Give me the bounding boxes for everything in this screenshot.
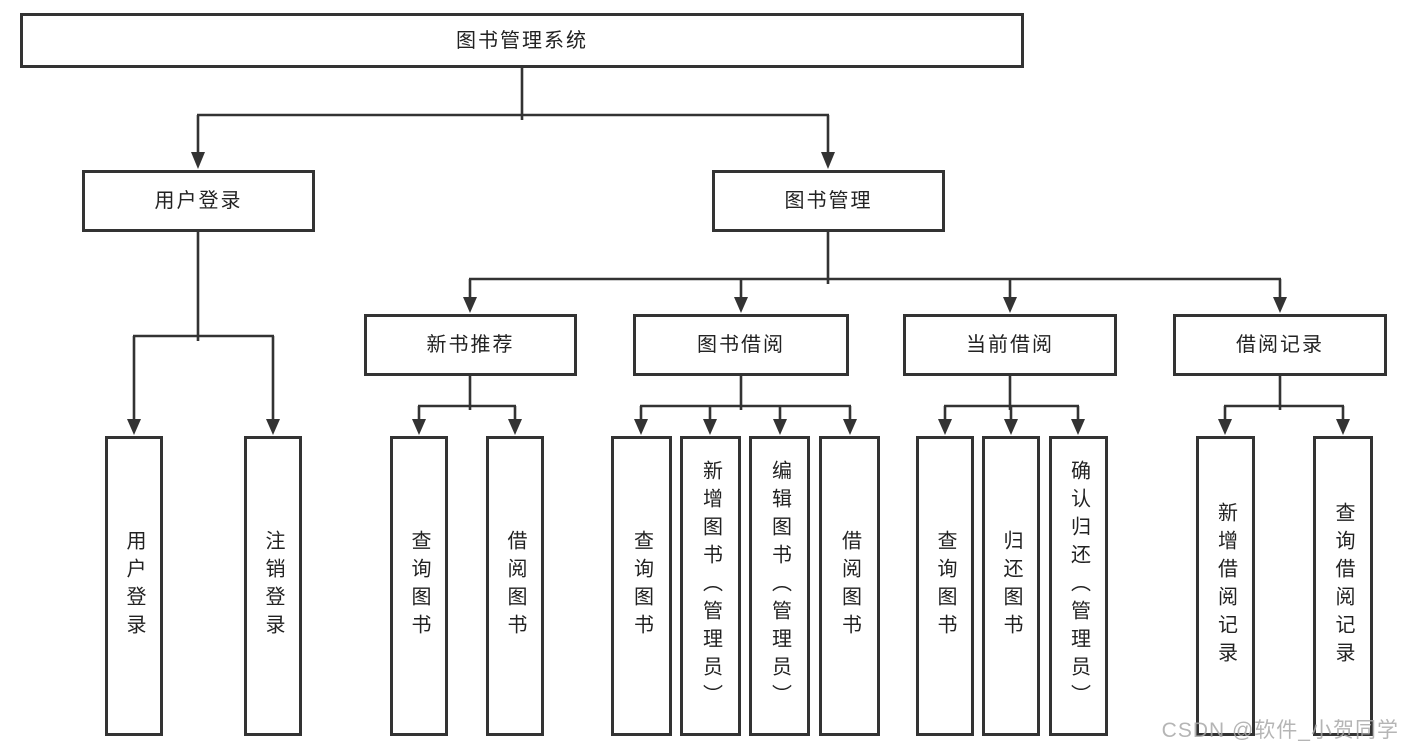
node-book-management: 图书管理 [712, 170, 945, 232]
node-new-book-recommendation-label: 新书推荐 [426, 334, 515, 356]
leaf-add-books-admin-label: 新增图书（管理员） [699, 460, 722, 712]
leaf-add-borrow-record: 新增借阅记录 [1196, 436, 1255, 736]
node-current-borrowing: 当前借阅 [903, 314, 1117, 376]
node-user-login-branch-label: 用户登录 [154, 190, 243, 212]
csdn-watermark: CSDN @软件_小贺同学 [1161, 719, 1399, 742]
leaf-borrow-books-borrowing-label: 借阅图书 [838, 530, 861, 642]
leaf-confirm-return-admin-label: 确认归还（管理员） [1067, 460, 1090, 712]
leaf-query-books-recommend-label: 查询图书 [408, 530, 430, 642]
leaf-borrow-books-borrowing: 借阅图书 [819, 436, 880, 736]
leaf-edit-books-admin-label: 编辑图书（管理员） [768, 460, 791, 712]
node-book-borrowing-label: 图书借阅 [697, 334, 785, 356]
leaf-query-books-current-label: 查询图书 [934, 530, 956, 642]
node-book-borrowing: 图书借阅 [633, 314, 849, 376]
leaf-query-books-borrowing-label: 查询图书 [630, 530, 653, 642]
leaf-add-books-admin: 新增图书（管理员） [680, 436, 741, 736]
leaf-query-books-recommend: 查询图书 [390, 436, 448, 736]
leaf-query-borrow-record: 查询借阅记录 [1313, 436, 1373, 736]
node-new-book-recommendation: 新书推荐 [364, 314, 577, 376]
leaf-logout: 注销登录 [244, 436, 302, 736]
leaf-query-borrow-record-label: 查询借阅记录 [1332, 502, 1354, 670]
leaf-query-books-current: 查询图书 [916, 436, 974, 736]
leaf-user-login-label: 用户登录 [123, 530, 145, 642]
node-user-login-branch: 用户登录 [82, 170, 315, 232]
node-current-borrowing-label: 当前借阅 [966, 334, 1054, 356]
leaf-edit-books-admin: 编辑图书（管理员） [749, 436, 810, 736]
leaf-logout-label: 注销登录 [262, 530, 284, 642]
node-library-system: 图书管理系统 [20, 13, 1024, 68]
leaf-return-books-label: 归还图书 [1000, 530, 1022, 642]
leaf-query-books-borrowing: 查询图书 [611, 436, 672, 736]
leaf-borrow-books-recommend-label: 借阅图书 [504, 530, 526, 642]
leaf-user-login: 用户登录 [105, 436, 163, 736]
node-borrowing-records-label: 借阅记录 [1236, 334, 1324, 356]
arrowheads [127, 152, 1350, 435]
leaf-return-books: 归还图书 [982, 436, 1040, 736]
node-book-management-label: 图书管理 [784, 190, 873, 212]
node-library-system-label: 图书管理系统 [456, 29, 588, 52]
leaf-borrow-books-recommend: 借阅图书 [486, 436, 544, 736]
leaf-confirm-return-admin: 确认归还（管理员） [1049, 436, 1108, 736]
node-borrowing-records: 借阅记录 [1173, 314, 1387, 376]
leaf-add-borrow-record-label: 新增借阅记录 [1214, 502, 1237, 670]
